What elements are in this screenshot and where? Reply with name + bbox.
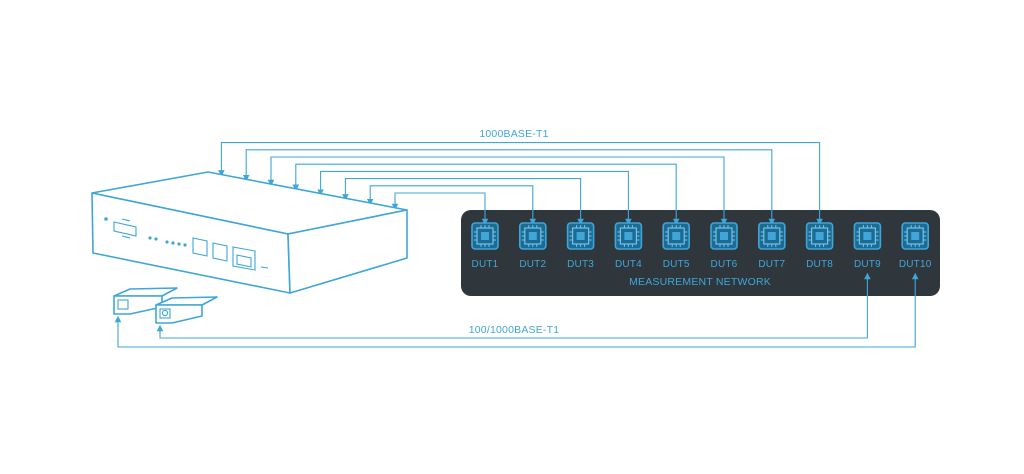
chip-icon <box>518 222 547 250</box>
dut-item: DUT1 <box>471 222 499 270</box>
dut-label: DUT1 <box>472 259 499 270</box>
bottom-link-label: 100/1000BASE-T1 <box>469 324 560 336</box>
dut-label: DUT5 <box>663 259 690 270</box>
dut-list: DUT1 DUT2 DUT3 DUT4 DUT5 DUT6 DUT7 DUT8 DUT9 DUT1… <box>471 222 932 270</box>
sfp-module-icon <box>113 287 218 324</box>
dut-label: DUT8 <box>806 259 833 270</box>
chip-icon <box>710 222 738 250</box>
dut-label: DUT6 <box>711 259 738 270</box>
chip-icon <box>805 222 834 250</box>
dut-label: DUT9 <box>854 259 881 270</box>
dut-label: DUT2 <box>519 259 546 270</box>
dut-item: DUT5 <box>662 222 691 270</box>
dut-item: DUT7 <box>757 222 786 270</box>
chip-icon <box>853 222 882 250</box>
network-switch-icon <box>91 171 408 294</box>
link-line <box>114 272 919 348</box>
dut-item: DUT2 <box>518 222 547 270</box>
dut-label: DUT10 <box>899 259 932 270</box>
dut-item: DUT4 <box>614 222 643 270</box>
link-line <box>218 142 823 226</box>
dut-label: DUT7 <box>758 259 785 270</box>
chip-icon <box>566 222 595 250</box>
chip-icon <box>471 222 499 250</box>
chip-icon <box>614 222 643 250</box>
dut-label: DUT4 <box>615 259 642 270</box>
dut-item: DUT10 <box>899 222 932 270</box>
dut-label: DUT3 <box>567 259 594 270</box>
network-label: MEASUREMENT NETWORK <box>629 276 771 288</box>
chip-icon <box>901 222 930 250</box>
chip-icon <box>757 222 786 250</box>
dut-item: DUT9 <box>853 222 882 270</box>
connection-lines <box>114 142 919 348</box>
chip-icon <box>662 222 691 250</box>
dut-item: DUT8 <box>805 222 834 270</box>
dut-item: DUT3 <box>566 222 595 270</box>
dut-item: DUT6 <box>710 222 738 270</box>
top-link-label: 1000BASE-T1 <box>479 128 548 140</box>
